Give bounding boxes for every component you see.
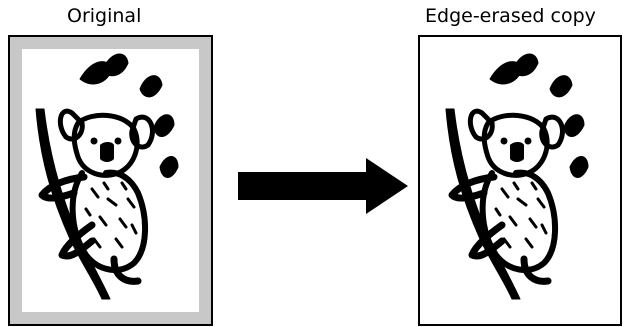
koala-illustration bbox=[445, 53, 589, 300]
edge-erased-copy-label: Edge-erased copy bbox=[425, 5, 596, 27]
right-arrow-icon bbox=[238, 158, 408, 214]
original-page bbox=[8, 35, 213, 326]
original-label: Original bbox=[67, 5, 142, 27]
koala-illustration bbox=[35, 53, 179, 300]
edge-erased-copy-page bbox=[418, 35, 622, 326]
